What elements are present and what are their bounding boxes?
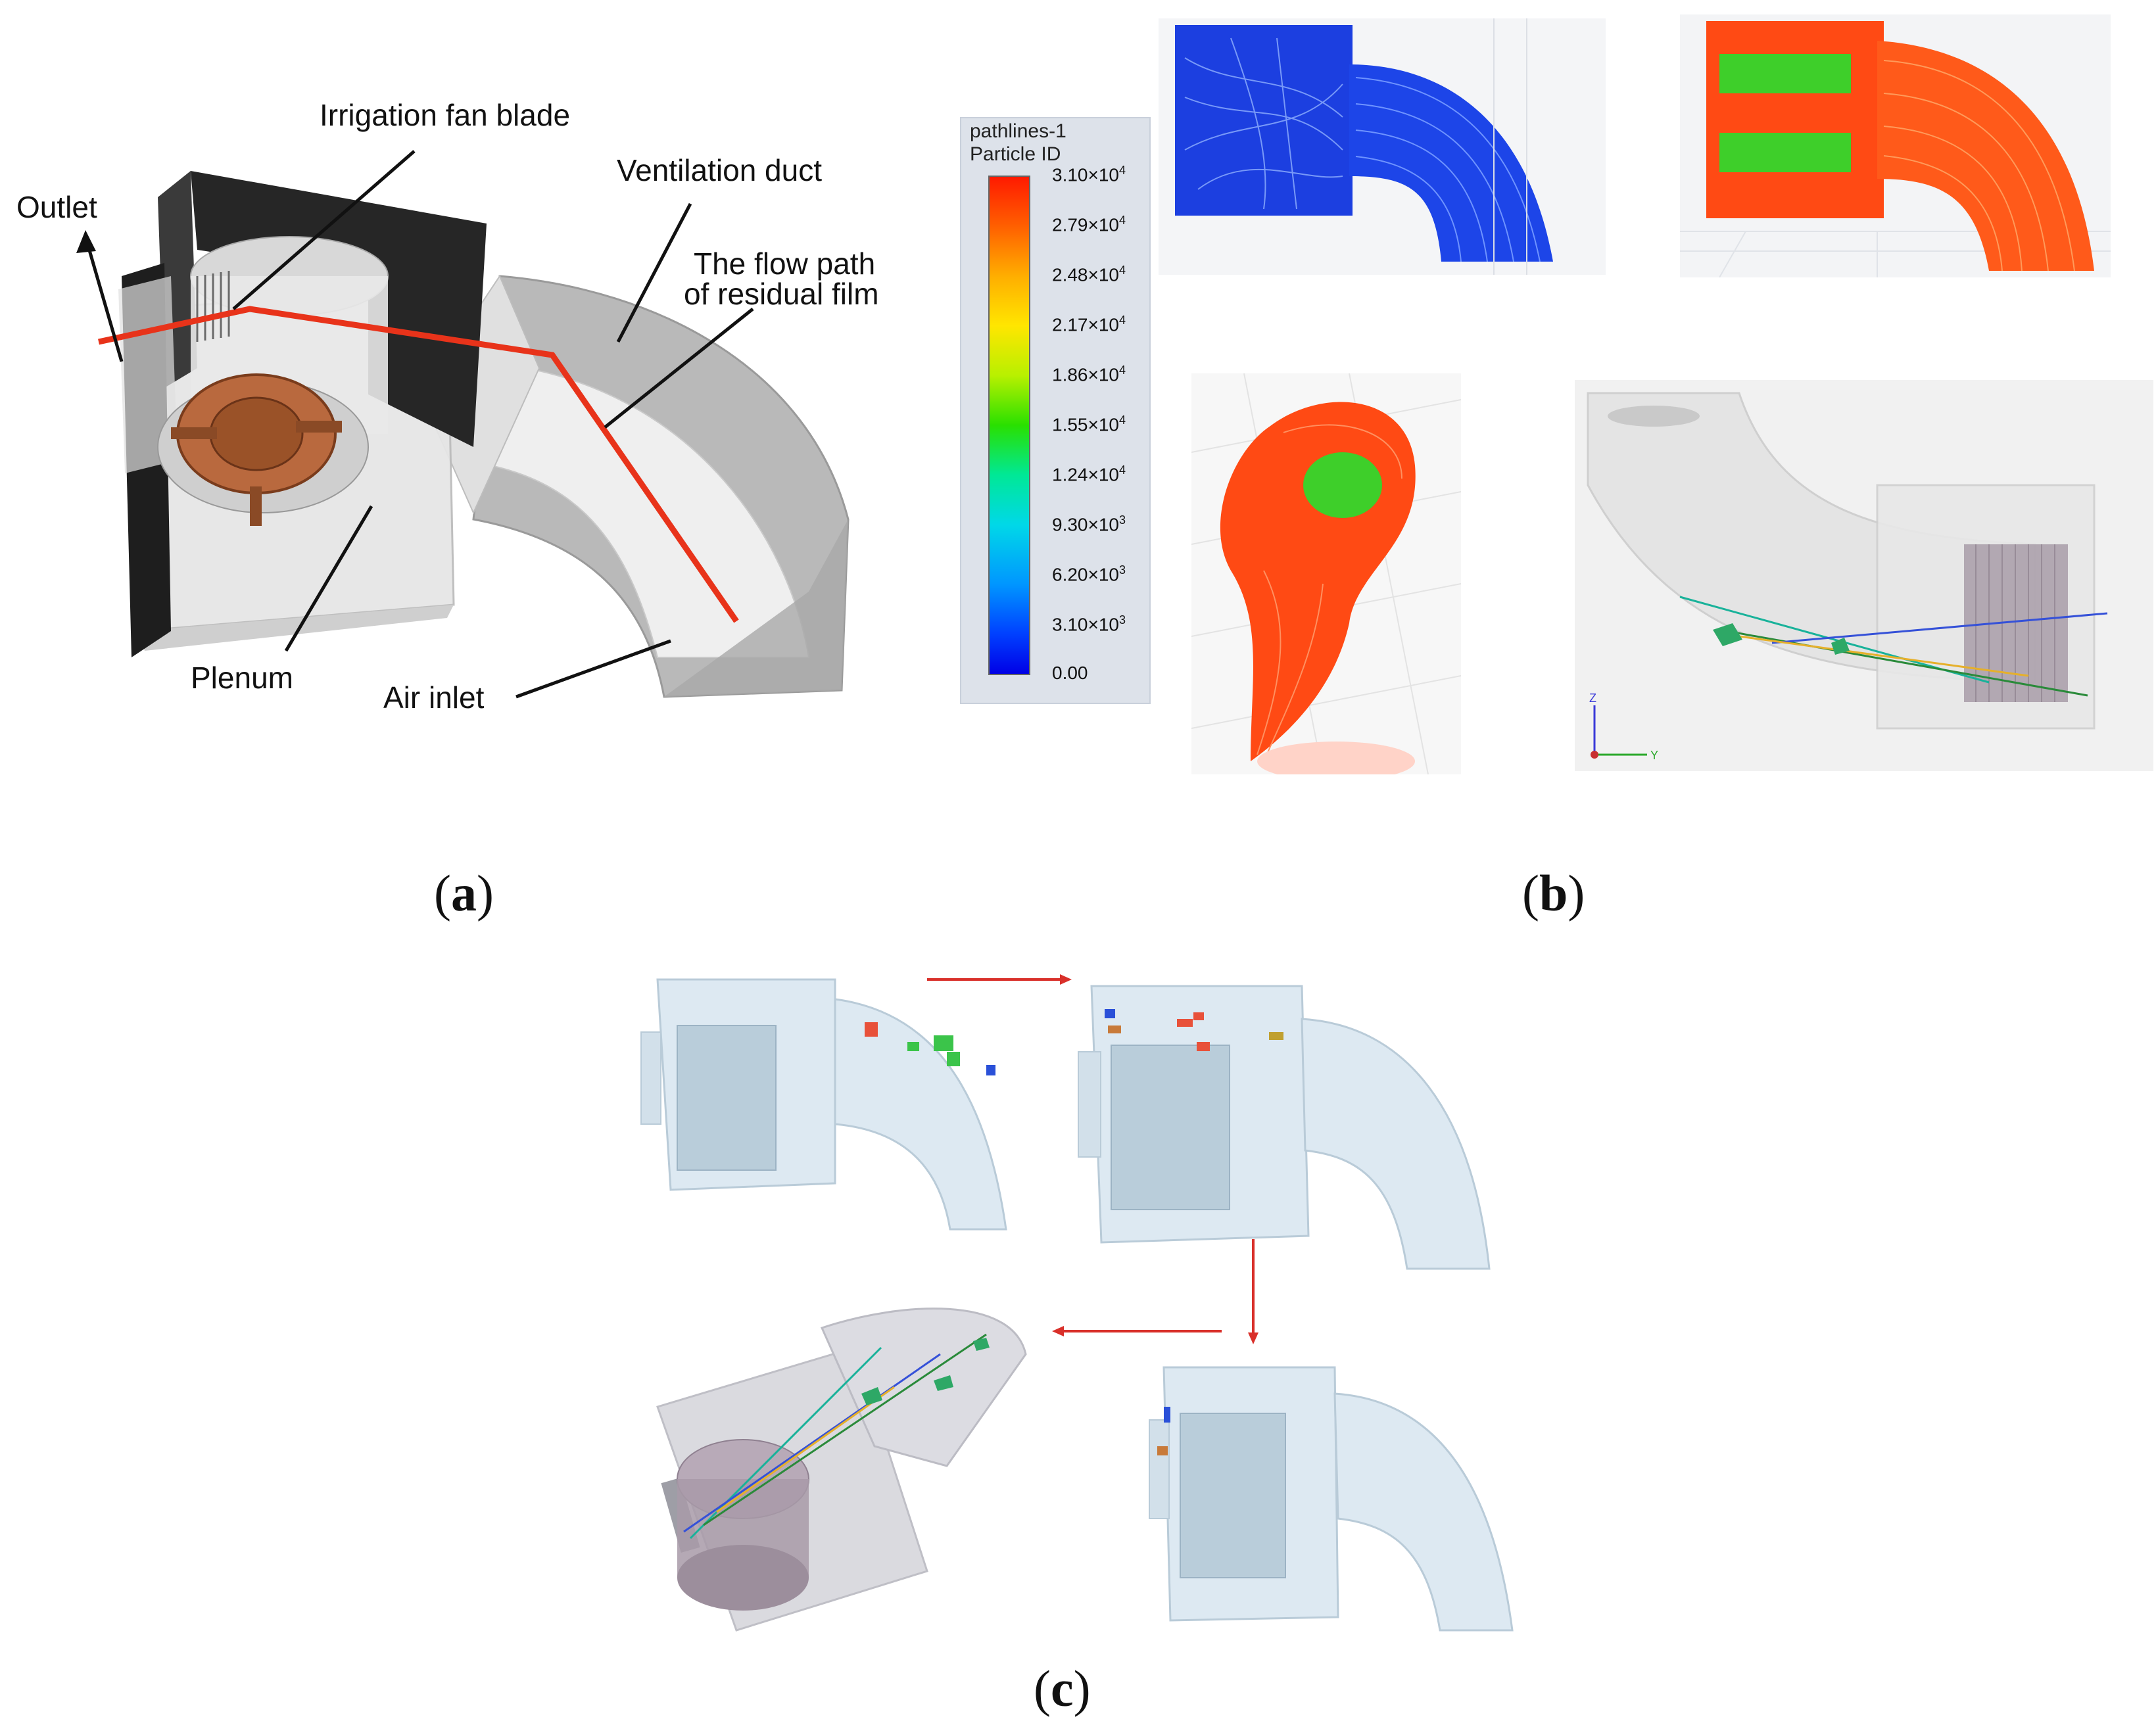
pathlines-render-red-side [1680, 14, 2111, 277]
label-plenum: Plenum [191, 661, 293, 695]
colorbar-tick-label: 2.48×104 [1052, 264, 1126, 285]
duct-step-2 [1078, 985, 1491, 1270]
label-flow-path-line1: The flow path [694, 247, 876, 281]
colorbar-tick-label: 9.30×103 [1052, 513, 1126, 535]
panel-c-caption: (c) [1034, 1660, 1091, 1717]
colorbar-tick-label: 0.00 [1052, 663, 1088, 683]
pathlines-render-blue [1159, 18, 1606, 275]
duct-step-3 [1149, 1366, 1514, 1632]
pathlines-render-red-3d [1191, 373, 1461, 774]
colorbar-tick-label: 2.79×104 [1052, 214, 1126, 235]
label-outlet: Outlet [16, 190, 97, 224]
colorbar-gradient [988, 176, 1030, 675]
colorbar-tick-label: 3.10×103 [1052, 613, 1126, 635]
duct-step-4 [656, 1308, 1027, 1632]
colorbar-tick-label: 1.55×104 [1052, 413, 1126, 435]
leader-inlet [515, 639, 671, 699]
panel-b-caption: (b) [1522, 864, 1585, 922]
label-ventilation-duct: Ventilation duct [617, 153, 823, 187]
leader-fan-blade [232, 150, 416, 310]
colorbar-title: pathlines-1 [970, 120, 1066, 142]
colorbar-tick-label: 2.17×104 [1052, 314, 1126, 335]
leader-plenum [284, 505, 373, 652]
motor-bracket-bottom [250, 486, 262, 526]
colorbar-tick-label: 1.86×104 [1052, 364, 1126, 385]
colorbar-tick-label: 1.24×104 [1052, 463, 1126, 485]
motor-bracket-right [296, 421, 342, 433]
fan-blade-slats [196, 271, 230, 342]
leader-flow-path [604, 308, 754, 429]
leader-outlet [84, 236, 124, 362]
axis-label-y: Y [1650, 749, 1658, 762]
air-inlet-face [664, 519, 848, 697]
colorbar-subtitle: Particle ID [970, 143, 1061, 165]
particle-trajectory-render: Z Y [1575, 380, 2153, 771]
colorbar-tick-label: 6.20×103 [1052, 563, 1126, 585]
panel-c-sequence [640, 974, 1514, 1632]
axis-triad [1591, 705, 1647, 759]
residual-film-flow-path [98, 306, 739, 623]
label-air-inlet: Air inlet [383, 680, 485, 715]
colorbar-tick-label: 3.10×104 [1052, 164, 1126, 185]
motor-winding-inner [209, 396, 304, 471]
leader-duct [616, 202, 692, 343]
motor-bracket-left [171, 427, 217, 439]
axis-label-z: Z [1589, 692, 1596, 705]
panel-a-caption: (a) [434, 864, 494, 922]
duct-step-1 [640, 978, 1007, 1231]
plenum-bottom-face [138, 605, 454, 651]
leader-outlet-arrowhead [76, 230, 96, 253]
label-fan-blade: Irrigation fan blade [320, 98, 571, 132]
panel-a-illustration [76, 150, 850, 699]
label-flow-path-line2: of residual film [684, 277, 879, 311]
